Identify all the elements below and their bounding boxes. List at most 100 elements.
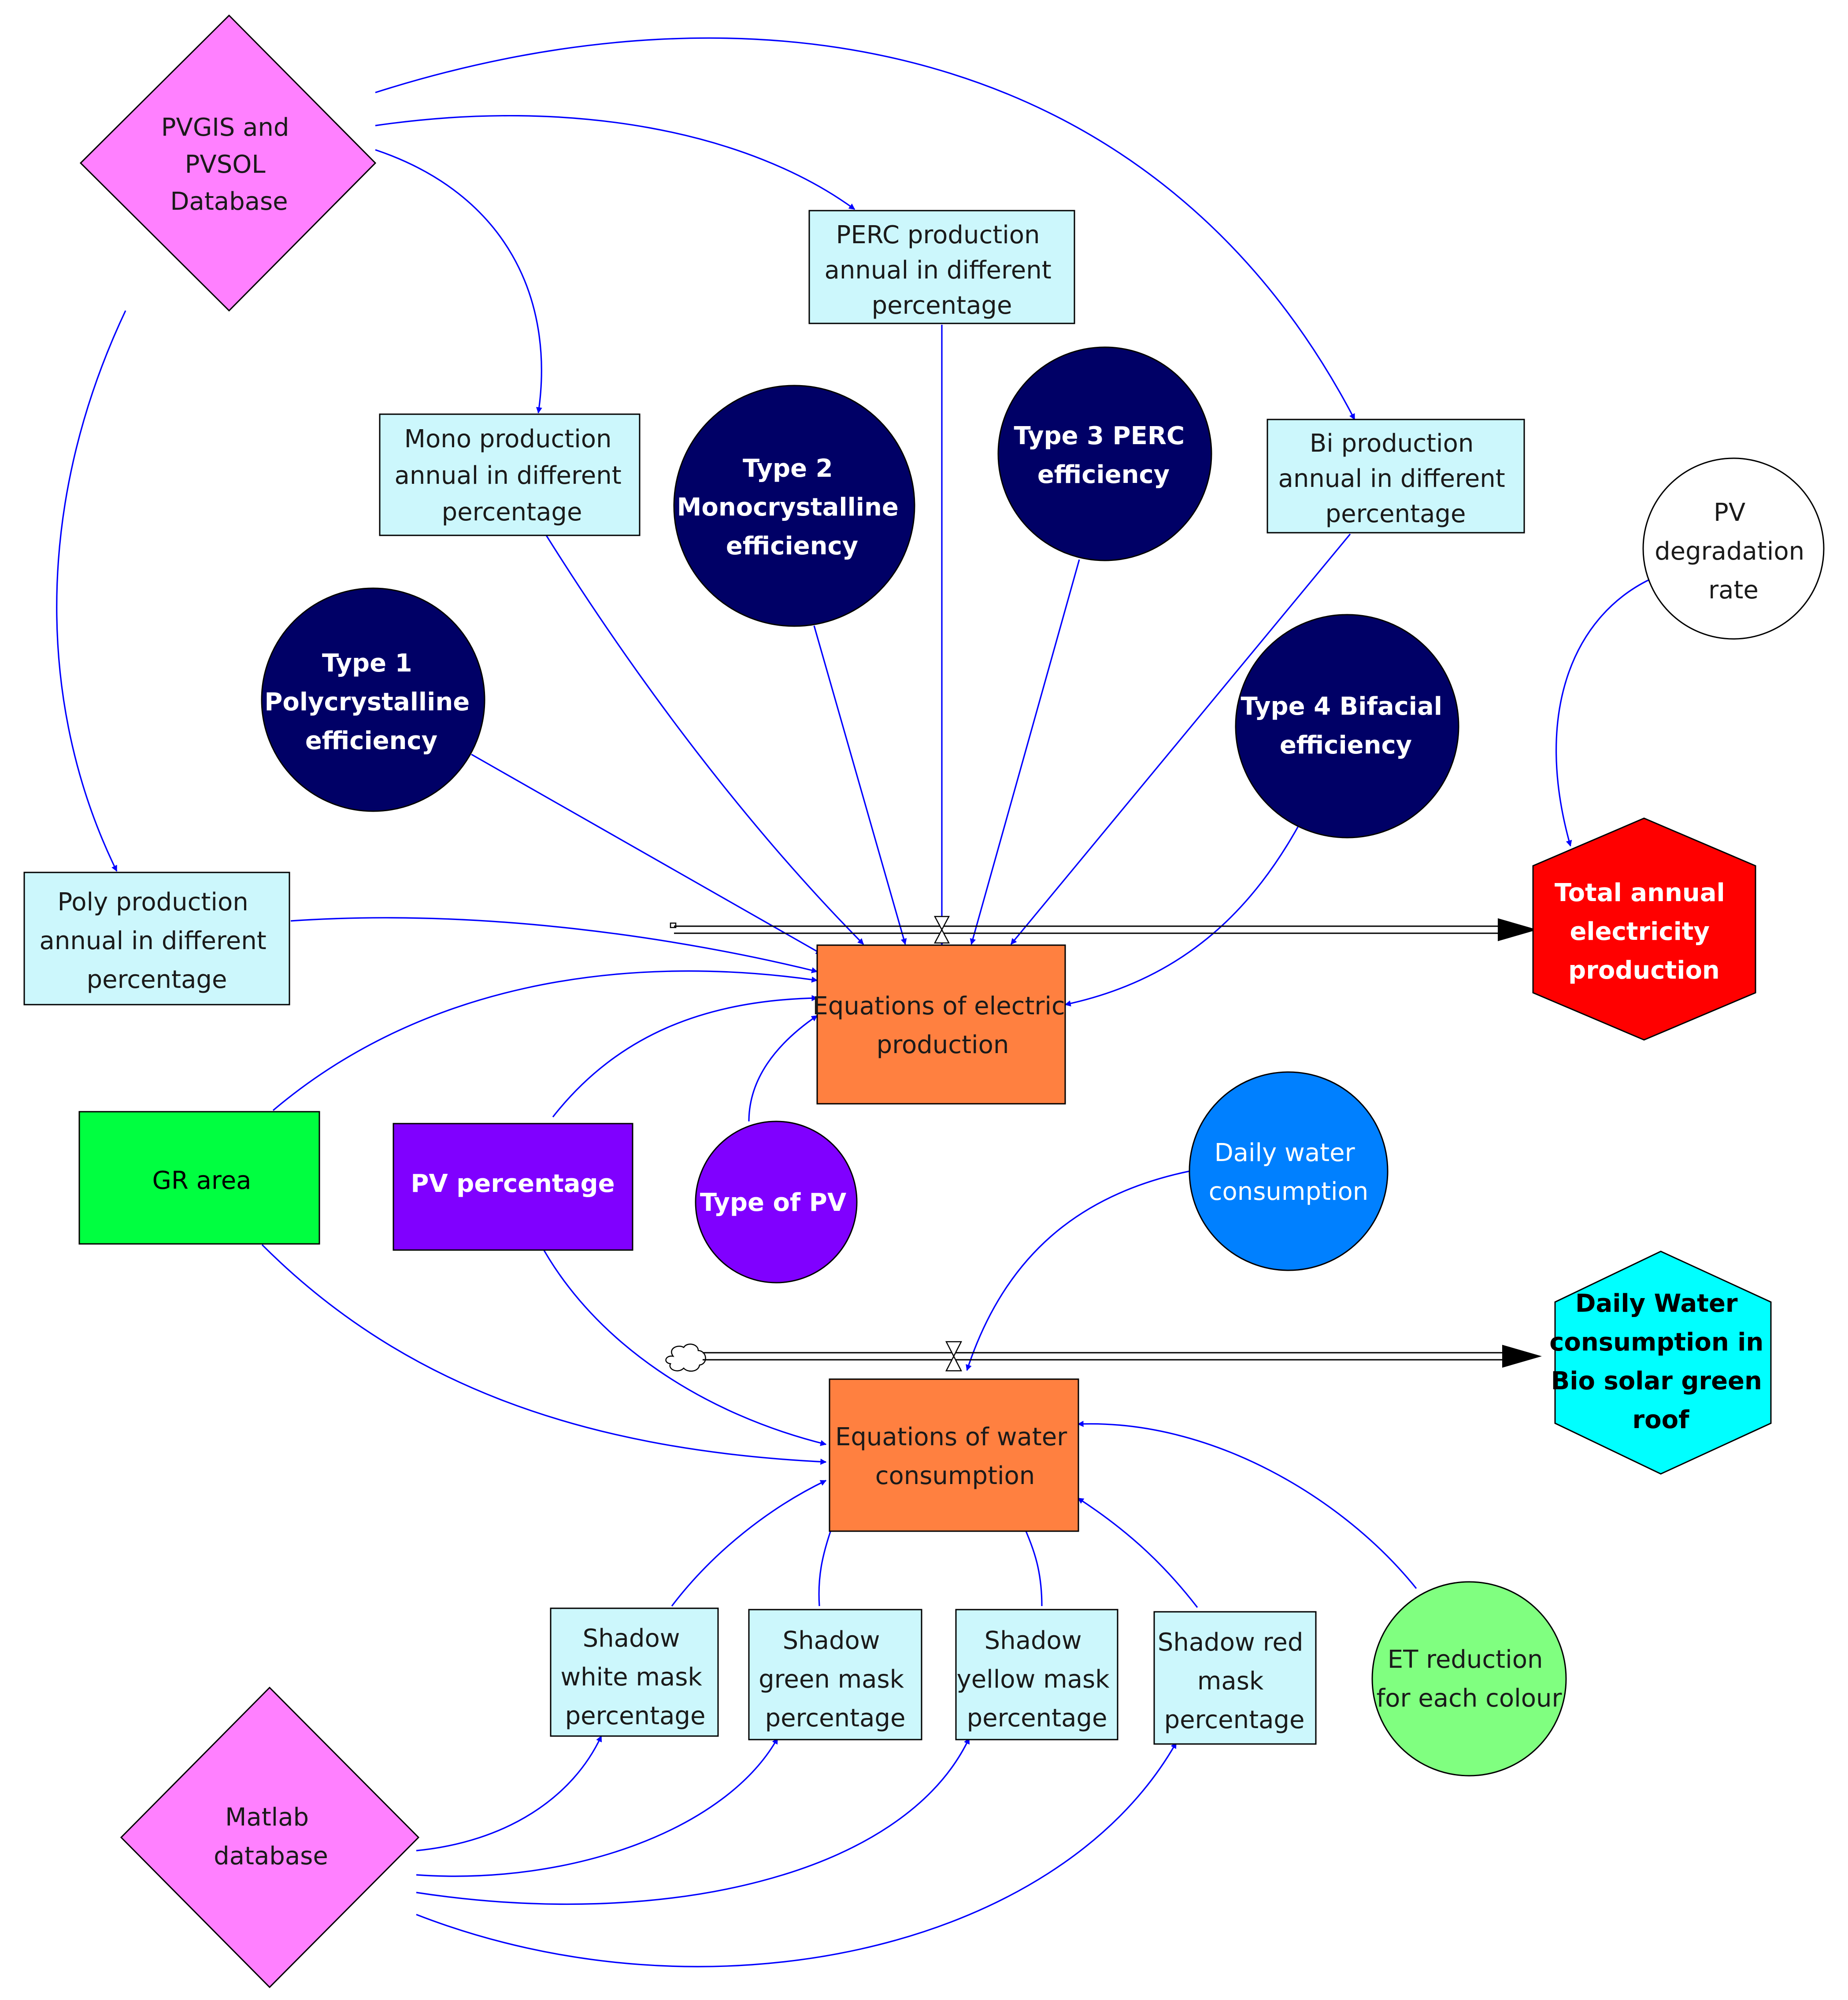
efficiency-circle-shape	[673, 385, 915, 627]
daily-water-consumption[interactable]: Daily water consumption	[1189, 1071, 1389, 1271]
node-label-line: Bi production	[1310, 429, 1474, 458]
pv-degradation-rate[interactable]: PV degradation rate	[1642, 457, 1825, 640]
node-label-line: mask	[1197, 1667, 1264, 1696]
node-label-line: rate	[1708, 576, 1759, 605]
type4-bifacial-efficiency[interactable]: Type 4 Bifacial efficiency	[1235, 614, 1459, 839]
node-label-line: percentage	[565, 1702, 706, 1730]
node-label-line: production	[877, 1031, 1009, 1059]
link-type2-to-eq-electric	[813, 625, 907, 945]
node-label-line: Equations of electric	[812, 992, 1065, 1020]
equations-of-electric-production[interactable]: Equations of electric production	[812, 944, 1073, 1105]
node-label-line: Total annual	[1555, 879, 1725, 907]
node-label-line: consumption in	[1549, 1328, 1763, 1357]
equations-of-water-consumption[interactable]: Equations of water consumption	[829, 1378, 1079, 1532]
node-label-line: degradation	[1655, 537, 1804, 566]
link-pvgis-to-mono-production	[375, 149, 542, 414]
node-label-line: Shadow	[985, 1626, 1082, 1655]
node-label-line: green mask	[759, 1665, 904, 1694]
type1-polycrystalline-efficiency[interactable]: Type 1 Polycrystalline efficiency	[261, 587, 485, 812]
variable-box-shape	[550, 1607, 719, 1737]
node-label-line: efficiency	[1037, 460, 1170, 489]
svg-text:Shadow red mask pe: Shadow red mask percentage	[1158, 1628, 1311, 1734]
node-label-line: efficiency	[305, 727, 437, 755]
variable-box-shape	[78, 1111, 320, 1245]
svg-text:Type 2 Monocrystalline: Type 2 Monocrystalline efficiency	[677, 454, 907, 560]
variable-box-shape	[955, 1609, 1118, 1740]
svg-text:Total annual electricity: Total annual electricity production	[1555, 879, 1733, 985]
perc-production-box[interactable]: PERC production annual in different perc…	[808, 210, 1075, 324]
flow-arrowhead-water	[1502, 1345, 1542, 1368]
link-et-reduction-to-eq-water	[1077, 1421, 1417, 1589]
node-label-line: percentage	[442, 498, 582, 527]
svg-text:PV percentage: PV percentage	[411, 1169, 615, 1198]
poly-production-box[interactable]: Poly production annual in different perc…	[23, 872, 290, 1006]
variable-box-shape	[808, 210, 1075, 324]
node-label-line: Type 3 PERC	[1014, 422, 1185, 450]
node-label-line: PERC production	[836, 221, 1040, 249]
valve-icon-water	[945, 1341, 963, 1372]
flow-source-cloud-water	[665, 1343, 706, 1372]
variable-box-shape	[1153, 1611, 1317, 1745]
stock-hexagon-shape	[1532, 817, 1756, 1041]
variable-box-shape	[748, 1609, 922, 1740]
shadow-green-mask-percentage[interactable]: Shadow green mask percentage	[748, 1609, 922, 1740]
link-type4-to-eq-electric	[1064, 824, 1300, 1007]
mono-production-box[interactable]: Mono production annual in different perc…	[379, 413, 641, 536]
node-label-line: PVGIS and	[161, 113, 289, 142]
node-label-line: PV percentage	[411, 1169, 615, 1198]
node-label-line: efficiency	[726, 532, 858, 560]
flow-arrowhead-electric	[1498, 918, 1537, 941]
node-label-line: Matlab	[225, 1803, 309, 1832]
node-label-line: Shadow	[583, 1624, 680, 1653]
link-type1-to-eq-electric	[471, 753, 822, 955]
node-label-line: annual in different	[1278, 464, 1505, 493]
type-of-pv[interactable]: Type of PV	[695, 1121, 858, 1284]
node-label-line: percentage	[1326, 500, 1466, 528]
type3-perc-efficiency[interactable]: Type 3 PERC efficiency	[997, 346, 1212, 561]
node-label-line: efficiency	[1280, 731, 1412, 760]
daily-water-consumption-bio-solar-green-roof[interactable]: Daily Water consumption in Bio solar gre…	[1549, 1250, 1772, 1475]
svg-text:Type 1 Polycrystalline: Type 1 Polycrystalline efficiency	[264, 649, 478, 755]
bi-production-box[interactable]: Bi production annual in different percen…	[1267, 419, 1525, 534]
shadow-white-mask-percentage[interactable]: Shadow white mask percentage	[550, 1607, 719, 1737]
matlab-database[interactable]: Matlab database	[120, 1686, 420, 1989]
parameter-circle-shape	[1642, 457, 1825, 640]
node-label-line: electricity	[1570, 917, 1710, 946]
link-matlab-to-shadow-red	[416, 1742, 1177, 1967]
svg-text:Bi production annual in: Bi production annual in different percen…	[1278, 429, 1513, 528]
shadow-yellow-mask-percentage[interactable]: Shadow yellow mask percentage	[955, 1609, 1118, 1740]
valve-icon-electric	[933, 916, 950, 944]
link-type3-to-eq-electric	[970, 559, 1080, 945]
link-gr-area-to-eq-electric	[272, 970, 818, 1111]
svg-text:Equations of electric pr: Equations of electric production	[812, 992, 1073, 1059]
node-label-line: Shadow red	[1158, 1628, 1304, 1657]
efficiency-circle-shape	[261, 587, 485, 812]
node-label-line: consumption	[1209, 1177, 1369, 1206]
svg-text:Daily water consumption: Daily water consumption	[1209, 1139, 1369, 1206]
node-label-line: white mask	[560, 1663, 702, 1692]
shadow-red-mask-percentage[interactable]: Shadow red mask percentage	[1153, 1611, 1317, 1745]
link-shadow-green-to-eq-water	[818, 1521, 835, 1607]
node-label-line: percentage	[765, 1704, 906, 1733]
pvgis-pvsol-database[interactable]: PVGIS and PVSOL Database	[79, 14, 377, 312]
link-matlab-to-shadow-white	[416, 1735, 602, 1852]
parameter-circle-shape	[1371, 1581, 1567, 1777]
node-label-line: Polycrystalline	[264, 688, 470, 716]
et-reduction-for-each-colour[interactable]: ET reduction for each colour	[1371, 1581, 1567, 1777]
node-label-line: percentage	[967, 1704, 1107, 1733]
type2-monocrystalline-efficiency[interactable]: Type 2 Monocrystalline efficiency	[673, 385, 915, 627]
node-label-line: Type of PV	[700, 1188, 847, 1217]
link-pv-percentage-to-eq-water	[539, 1242, 827, 1446]
link-pvgis-to-bi-production	[375, 37, 1355, 420]
svg-text:PV degradation rat: PV degradation rate	[1655, 498, 1812, 605]
efficiency-circle-shape	[997, 346, 1212, 561]
svg-text:Equations of water consu: Equations of water consumption	[835, 1423, 1075, 1490]
node-label-line: percentage	[872, 291, 1012, 320]
equation-box-shape	[816, 944, 1066, 1105]
pv-percentage-box[interactable]: PV percentage	[393, 1123, 633, 1251]
gr-area-box[interactable]: GR area	[78, 1111, 320, 1245]
database-diamond-shape	[79, 14, 377, 312]
link-pv-percentage-to-eq-electric	[552, 995, 818, 1117]
total-annual-electricity-production[interactable]: Total annual electricity production	[1532, 817, 1756, 1041]
node-label-line: Bio solar green	[1551, 1367, 1762, 1395]
